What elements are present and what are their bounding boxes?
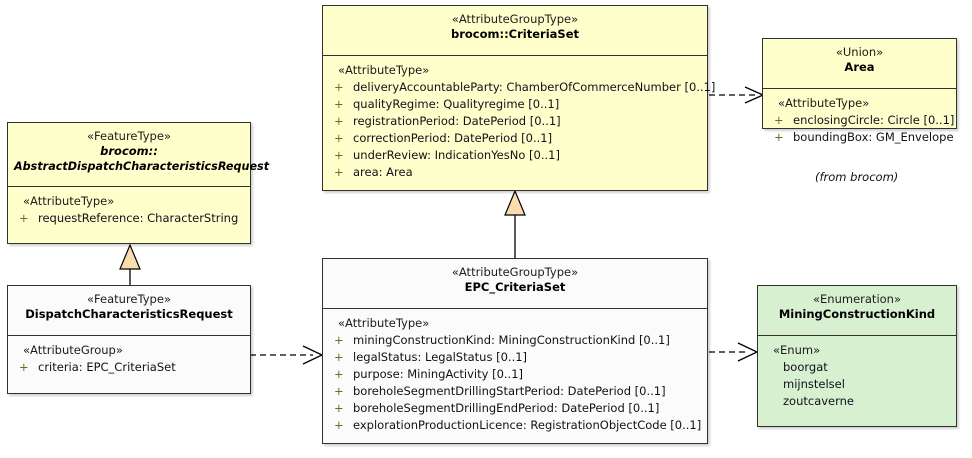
enum-literal[interactable]: mijnstelsel	[783, 377, 845, 391]
class-box-abstract-dispatch-characteristics-request[interactable]: «FeatureType» brocom:: AbstractDispatchC…	[7, 122, 270, 244]
package-note-area: (from brocom)	[815, 170, 899, 184]
attribute-label: deliveryAccountableParty: ChamberOfComme…	[353, 80, 716, 94]
attribute-row[interactable]: + miningConstructionKind: MiningConstruc…	[329, 332, 703, 349]
attribute-row[interactable]: + registrationPeriod: DatePeriod [0..1]	[329, 113, 703, 130]
attribute-row[interactable]: + correctionPeriod: DatePeriod [0..1]	[329, 130, 703, 147]
visibility-marker: +	[19, 211, 29, 225]
visibility-marker: +	[334, 114, 344, 128]
compartment-stereotype: «AttributeType»	[23, 194, 115, 208]
attribute-row[interactable]: + legalStatus: LegalStatus [0..1]	[329, 349, 703, 366]
attribute-label: boreholeSegmentDrillingStartPeriod: Date…	[353, 384, 666, 398]
compartment-stereotype: «AttributeType»	[778, 96, 870, 110]
class-box-dispatch-characteristics-request[interactable]: «FeatureType» DispatchCharacteristicsReq…	[7, 285, 251, 394]
class-name: brocom::CriteriaSet	[450, 27, 579, 41]
class-stereotype: «FeatureType»	[87, 129, 171, 143]
class-header-mining-construction-kind: «Enumeration» MiningConstructionKind	[758, 286, 956, 336]
class-stereotype: «AttributeGroupType»	[451, 12, 579, 26]
visibility-marker: +	[334, 333, 344, 347]
visibility-marker: +	[334, 401, 344, 415]
attribute-label: legalStatus: LegalStatus [0..1]	[353, 350, 528, 364]
class-attributes-dispatch: «AttributeGroup» + criteria: EPC_Criteri…	[8, 336, 250, 382]
attribute-label: enclosingCircle: Circle [0..1]	[793, 113, 955, 127]
class-name: DispatchCharacteristicsRequest	[25, 307, 233, 321]
class-name: EPC_CriteriaSet	[464, 280, 566, 294]
class-literals-mining-construction-kind: «Enum» boorgat mijnstelsel zoutcaverne	[758, 336, 956, 416]
class-name: Area	[844, 60, 875, 74]
class-name: MiningConstructionKind	[778, 307, 936, 321]
class-attributes-criteria-set: «AttributeType» + deliveryAccountablePar…	[323, 56, 715, 187]
visibility-marker: +	[334, 165, 344, 179]
class-header-dispatch: «FeatureType» DispatchCharacteristicsReq…	[8, 286, 250, 336]
attribute-row[interactable]: + purpose: MiningActivity [0..1]	[329, 366, 703, 383]
class-attributes-area: «AttributeType» + enclosingCircle: Circl…	[763, 89, 956, 152]
class-box-criteria-set[interactable]: «AttributeGroupType» brocom::CriteriaSet…	[322, 5, 715, 191]
class-name-line2: AbstractDispatchCharacteristicsRequest	[14, 160, 270, 173]
class-name-line1: brocom::	[100, 144, 158, 158]
compartment-stereotype: «AttributeGroup»	[23, 343, 123, 357]
visibility-marker: +	[334, 97, 344, 111]
attribute-row[interactable]: + area: Area	[329, 164, 703, 181]
class-attributes-abstract-dispatch: «AttributeType» + requestReference: Char…	[8, 187, 250, 233]
class-header-epc-criteria-set: «AttributeGroupType» EPC_CriteriaSet	[323, 259, 707, 309]
visibility-marker: +	[334, 80, 344, 94]
visibility-marker: +	[334, 418, 344, 432]
dependency-criteriaset-to-area	[709, 86, 765, 104]
visibility-marker: +	[774, 113, 784, 127]
generalization-epc-to-criteriaset	[504, 189, 526, 258]
attribute-label: qualityRegime: Qualityregime [0..1]	[353, 97, 560, 111]
visibility-marker: +	[19, 360, 29, 374]
attribute-label: boundingBox: GM_Envelope	[793, 130, 954, 144]
class-box-epc-criteria-set[interactable]: «AttributeGroupType» EPC_CriteriaSet «At…	[322, 258, 708, 444]
attribute-label: underReview: IndicationYesNo [0..1]	[353, 148, 560, 162]
visibility-marker: +	[334, 350, 344, 364]
attribute-label: boreholeSegmentDrillingEndPeriod: DatePe…	[353, 401, 660, 415]
class-attributes-epc-criteria-set: «AttributeType» + miningConstructionKind…	[323, 309, 707, 440]
attribute-row[interactable]: + criteria: EPC_CriteriaSet	[14, 359, 246, 376]
enum-literal[interactable]: zoutcaverne	[783, 394, 855, 408]
attribute-row[interactable]: + boundingBox: GM_Envelope	[769, 129, 954, 146]
class-header-area: «Union» Area	[763, 39, 956, 89]
dependency-dispatch-to-epc	[250, 345, 324, 365]
compartment-stereotype: «AttributeType»	[338, 63, 430, 77]
attribute-label: requestReference: CharacterString	[38, 211, 239, 225]
class-stereotype: «FeatureType»	[87, 292, 171, 306]
compartment-stereotype: «AttributeType»	[338, 316, 430, 330]
dependency-epc-to-miningconstructionkind	[709, 342, 759, 362]
visibility-marker: +	[334, 148, 344, 162]
attribute-label: area: Area	[353, 165, 413, 179]
visibility-marker: +	[334, 131, 344, 145]
compartment-stereotype: «Enum»	[773, 343, 821, 357]
attribute-row[interactable]: + explorationProductionLicence: Registra…	[329, 417, 703, 434]
attribute-label: registrationPeriod: DatePeriod [0..1]	[353, 114, 561, 128]
attribute-label: criteria: EPC_CriteriaSet	[38, 360, 176, 374]
class-box-area[interactable]: «Union» Area «AttributeType» + enclosing…	[762, 38, 957, 144]
class-header-abstract-dispatch: «FeatureType» brocom:: AbstractDispatchC…	[8, 123, 270, 187]
class-box-mining-construction-kind[interactable]: «Enumeration» MiningConstructionKind «En…	[757, 285, 957, 427]
visibility-marker: +	[334, 384, 344, 398]
attribute-label: explorationProductionLicence: Registrati…	[353, 418, 702, 432]
class-stereotype: «Union»	[835, 45, 884, 59]
visibility-marker: +	[334, 367, 344, 381]
class-stereotype: «AttributeGroupType»	[451, 265, 579, 279]
attribute-row[interactable]: + boreholeSegmentDrillingEndPeriod: Date…	[329, 400, 703, 417]
attribute-row[interactable]: + requestReference: CharacterString	[14, 210, 246, 227]
attribute-row[interactable]: + boreholeSegmentDrillingStartPeriod: Da…	[329, 383, 703, 400]
attribute-label: miningConstructionKind: MiningConstructi…	[353, 333, 670, 347]
generalization-dispatch-to-abstract	[119, 243, 141, 285]
visibility-marker: +	[774, 130, 784, 144]
attribute-row[interactable]: + underReview: IndicationYesNo [0..1]	[329, 147, 703, 164]
enum-literal[interactable]: boorgat	[783, 360, 828, 374]
attribute-row[interactable]: + enclosingCircle: Circle [0..1]	[769, 112, 955, 129]
attribute-row[interactable]: + qualityRegime: Qualityregime [0..1]	[329, 96, 703, 113]
attribute-label: correctionPeriod: DatePeriod [0..1]	[353, 131, 553, 145]
attribute-row[interactable]: + deliveryAccountableParty: ChamberOfCom…	[329, 79, 715, 96]
attribute-label: purpose: MiningActivity [0..1]	[353, 367, 524, 381]
class-stereotype: «Enumeration»	[813, 292, 901, 306]
class-header-criteria-set: «AttributeGroupType» brocom::CriteriaSet	[323, 6, 707, 56]
